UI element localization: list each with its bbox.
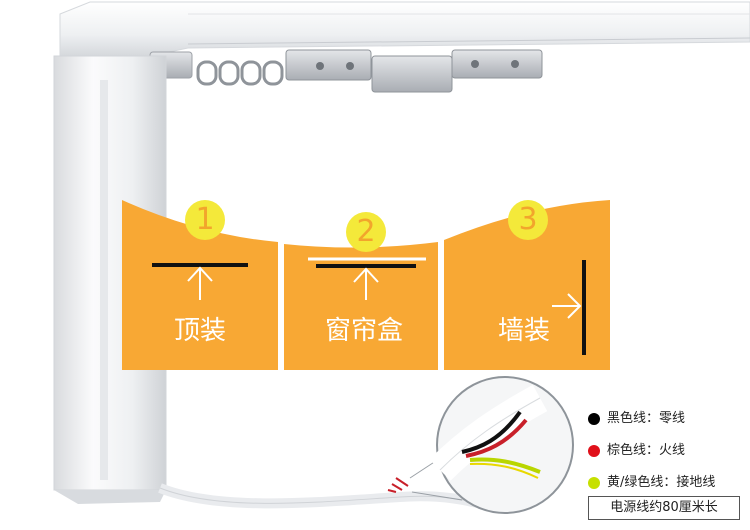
mount-label-ceiling: 顶装 <box>173 316 226 346</box>
ceiling-mount-symbol <box>152 263 248 300</box>
wire-color-legend: 黑色线：零线 棕色线：火线 黄/绿色线：接地线 <box>588 408 748 504</box>
step-circles <box>185 200 548 252</box>
cable-length-note: 电源线约80厘米长 <box>588 496 740 520</box>
black-dot-icon <box>588 413 600 425</box>
mount-panels <box>122 200 610 370</box>
wire-detail-magnifier <box>409 376 574 514</box>
legend-label: 棕色线：火线 <box>607 443 686 458</box>
curtain-rail <box>59 1 750 57</box>
step-number-2: 2 <box>356 214 376 249</box>
yellow-green-dot-icon <box>588 477 600 489</box>
mount-panel-2 <box>284 242 438 370</box>
step-number-1: 1 <box>195 202 215 237</box>
mount-label-curtain-box: 窗帘盒 <box>324 316 403 346</box>
mount-panel-3 <box>444 200 610 370</box>
legend-label: 黄/绿色线：接地线 <box>607 475 716 490</box>
red-dot-icon <box>588 445 600 457</box>
step-number-3: 3 <box>518 202 538 237</box>
rail-runners <box>149 49 543 93</box>
legend-item-yellow-green: 黄/绿色线：接地线 <box>588 472 748 504</box>
power-cable <box>158 477 497 513</box>
legend-item-brown: 棕色线：火线 <box>588 440 748 472</box>
mount-label-wall: 墙装 <box>497 316 550 346</box>
legend-label: 黑色线：零线 <box>607 411 686 426</box>
curtain-box-mount-symbol <box>308 257 426 300</box>
wall-mount-symbol <box>552 260 586 355</box>
legend-item-black: 黑色线：零线 <box>588 408 748 440</box>
